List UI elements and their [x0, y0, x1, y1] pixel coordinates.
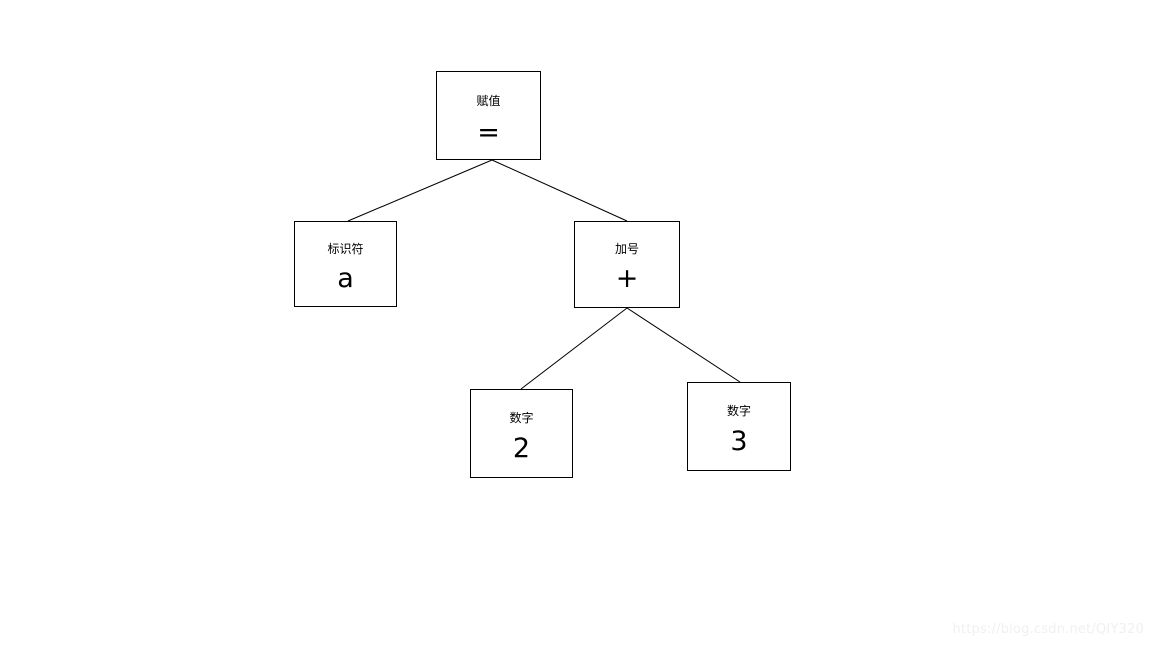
node-number-two: 数字 2 [470, 389, 573, 478]
node-plus: 加号 + [574, 221, 680, 308]
node-number-two-label: 数字 [509, 411, 534, 425]
node-assign: 赋值 = [436, 71, 541, 160]
node-number-three-label: 数字 [726, 404, 751, 418]
node-identifier: 标识符 a [294, 221, 397, 307]
node-identifier-label: 标识符 [327, 242, 364, 256]
node-assign-value: = [477, 117, 500, 148]
node-number-three: 数字 3 [687, 382, 791, 471]
node-plus-value: + [615, 263, 639, 294]
node-number-two-value: 2 [512, 433, 531, 464]
edge-assign-to-identifier [347, 159, 493, 222]
edge-assign-to-plus [491, 159, 628, 222]
node-number-three-value: 3 [730, 426, 748, 457]
node-assign-label: 赋值 [476, 94, 501, 108]
node-identifier-value: a [337, 263, 354, 294]
edge-plus-to-number-three [626, 307, 741, 383]
watermark-text: https://blog.csdn.net/QIY320 [952, 622, 1144, 637]
node-plus-label: 加号 [614, 242, 639, 256]
edge-plus-to-number-two [520, 307, 628, 390]
